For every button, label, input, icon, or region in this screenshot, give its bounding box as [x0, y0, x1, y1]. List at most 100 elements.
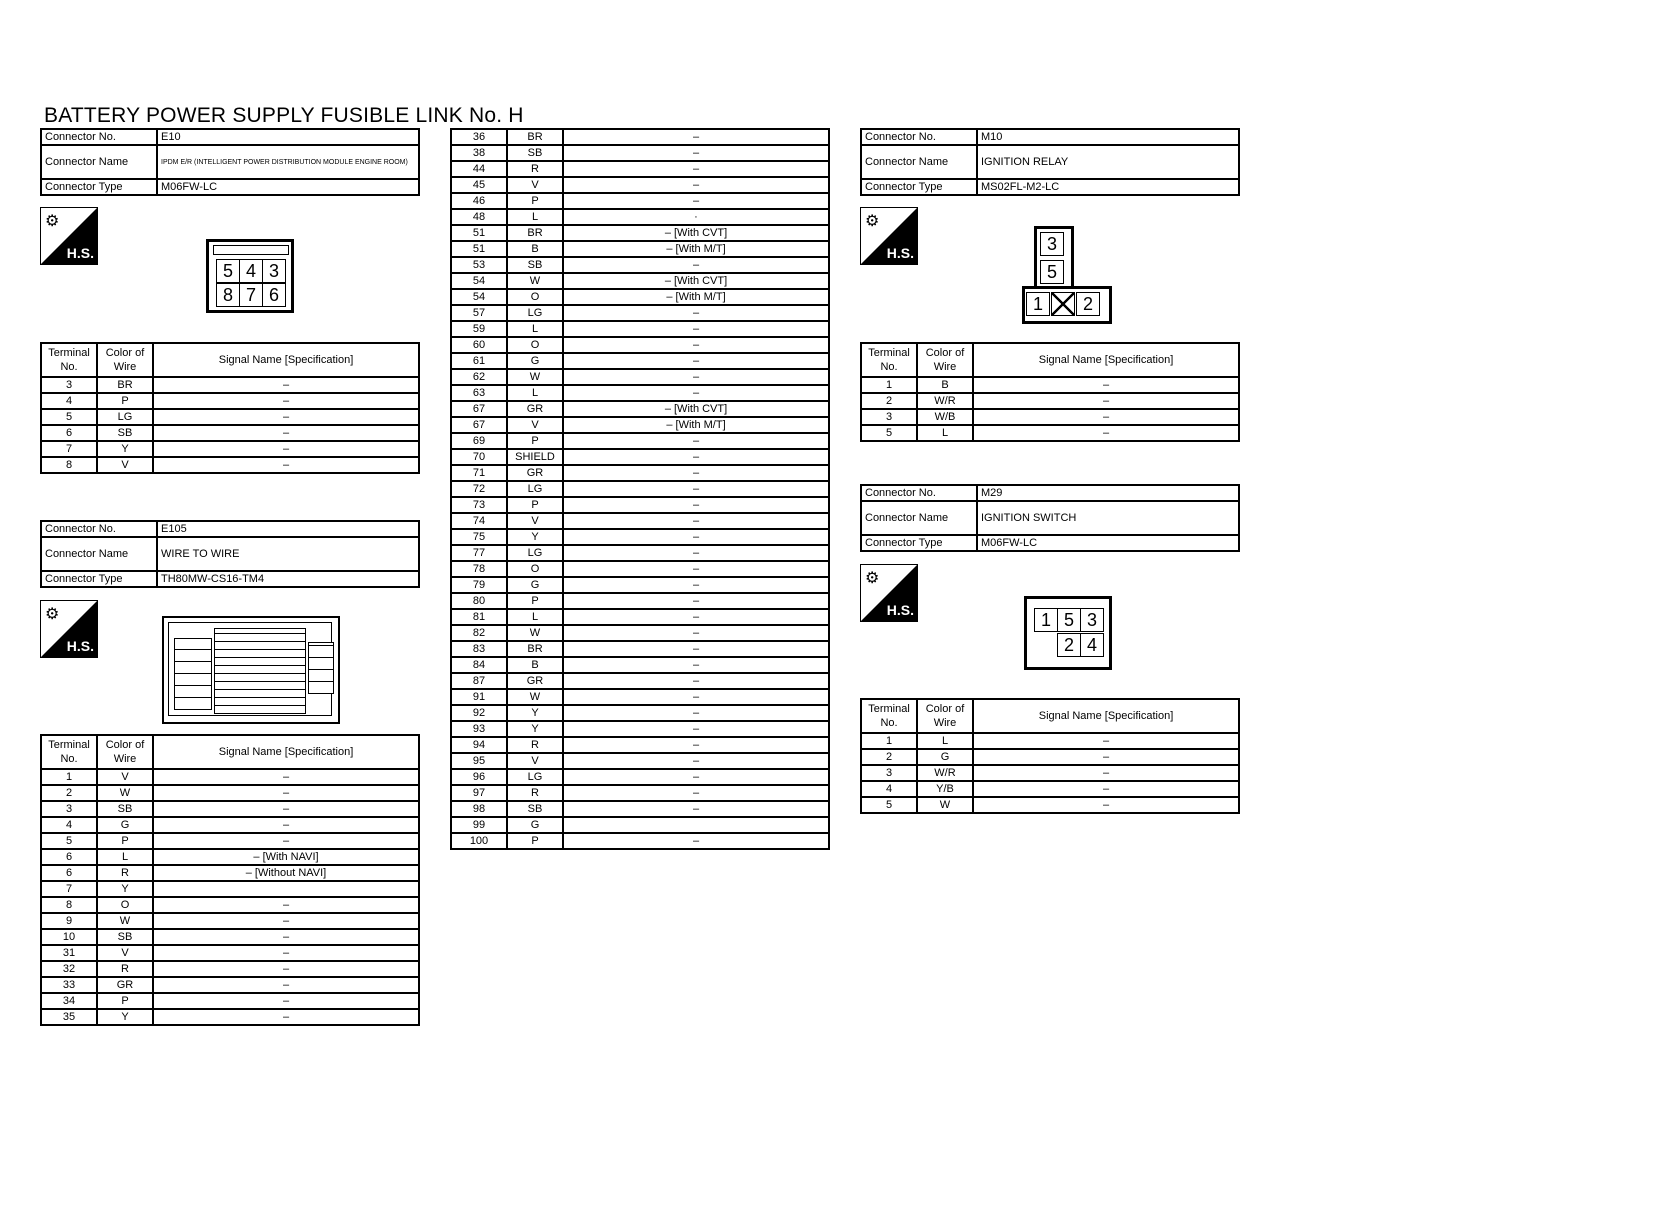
wire-color-cell: B [506, 656, 564, 674]
signal-name-cell: – [562, 768, 830, 786]
harness-side-badge: ⚙ H.S. [40, 207, 98, 265]
harness-side-badge: ⚙ H.S. [860, 564, 918, 622]
terminal-no-cell: 96 [450, 768, 508, 786]
wire-color-cell: G [506, 576, 564, 594]
wire-color-cell: SB [506, 800, 564, 818]
terminal-no-cell: 4 [40, 816, 98, 834]
connector-no-value: E10 [156, 128, 420, 146]
wire-color-cell: GR [96, 976, 154, 994]
terminal-no-cell: 98 [450, 800, 508, 818]
signal-name-cell: – [152, 456, 420, 474]
connector-type-value: TH80MW-CS16-TM4 [156, 570, 420, 588]
wire-color-cell: G [96, 816, 154, 834]
wire-color-cell: G [506, 352, 564, 370]
terminal-no-cell: 1 [860, 732, 918, 750]
pin-label: 2 [1076, 292, 1100, 316]
wire-color-cell: W [506, 368, 564, 386]
terminal-no-cell: 10 [40, 928, 98, 946]
signal-name-cell: – [562, 624, 830, 642]
connector-name-value: IGNITION RELAY [976, 144, 1240, 180]
wire-color-cell: O [506, 560, 564, 578]
signal-name-cell: – [With CVT] [562, 272, 830, 290]
terminal-no-cell: 63 [450, 384, 508, 402]
pin-label: 3 [262, 259, 286, 283]
wire-color-cell: W/R [916, 392, 974, 410]
color-header: Color of Wire [96, 734, 154, 770]
wire-color-cell: B [506, 240, 564, 258]
connector-harness-side-icon: ⚙ [45, 606, 60, 623]
blocked-pin [1051, 292, 1075, 316]
wire-color-cell: W [506, 624, 564, 642]
terminal-no-cell: 31 [40, 944, 98, 962]
connector-no-label: Connector No. [860, 128, 978, 146]
signal-name-cell [562, 816, 830, 834]
wire-color-cell: L [506, 384, 564, 402]
terminal-no-cell: 94 [450, 736, 508, 754]
pin-label: 5 [216, 259, 240, 283]
terminal-no-cell: 67 [450, 416, 508, 434]
wire-color-cell: R [506, 736, 564, 754]
terminal-no-cell: 92 [450, 704, 508, 722]
signal-name-cell: – [562, 688, 830, 706]
harness-side-badge: ⚙ H.S. [40, 600, 98, 658]
wire-color-cell: V [96, 456, 154, 474]
page-title: BATTERY POWER SUPPLY FUSIBLE LINK No. H [44, 104, 524, 127]
signal-name-cell: – [With M/T] [562, 288, 830, 306]
signal-name-cell: – [152, 816, 420, 834]
signal-name-cell: – [562, 176, 830, 194]
wire-color-cell: Y/B [916, 780, 974, 798]
terminal-no-cell: 74 [450, 512, 508, 530]
wire-color-cell: BR [96, 376, 154, 394]
terminal-no-cell: 83 [450, 640, 508, 658]
connector-type-label: Connector Type [860, 534, 978, 552]
terminal-no-cell: 3 [860, 764, 918, 782]
signal-name-cell: – [562, 704, 830, 722]
connector-harness-side-icon: ⚙ [865, 570, 880, 587]
signal-name-cell: – [152, 1008, 420, 1026]
signal-name-cell: – [972, 748, 1240, 766]
signal-name-cell: – [152, 800, 420, 818]
signal-name-cell: – [152, 896, 420, 914]
pin-label: 1 [1034, 608, 1058, 632]
wire-color-cell: LG [506, 768, 564, 786]
wire-color-cell: GR [506, 672, 564, 690]
wire-color-cell: L [96, 848, 154, 866]
wire-color-cell: L [916, 732, 974, 750]
wire-color-cell: R [96, 864, 154, 882]
wire-color-cell: V [506, 512, 564, 530]
wire-color-cell: GR [506, 464, 564, 482]
terminal-no-cell: 70 [450, 448, 508, 466]
connector-name-label: Connector Name [40, 144, 158, 180]
terminal-no-cell: 2 [40, 784, 98, 802]
signal-name-cell: – [562, 576, 830, 594]
wire-color-cell: W [506, 272, 564, 290]
signal-name-cell: – [562, 544, 830, 562]
terminal-no-cell: 97 [450, 784, 508, 802]
wire-color-cell: Y [96, 1008, 154, 1026]
signal-name-cell: – [562, 128, 830, 146]
terminal-no-cell: 82 [450, 624, 508, 642]
wire-color-cell: R [506, 160, 564, 178]
signal-name-cell: – [562, 640, 830, 658]
